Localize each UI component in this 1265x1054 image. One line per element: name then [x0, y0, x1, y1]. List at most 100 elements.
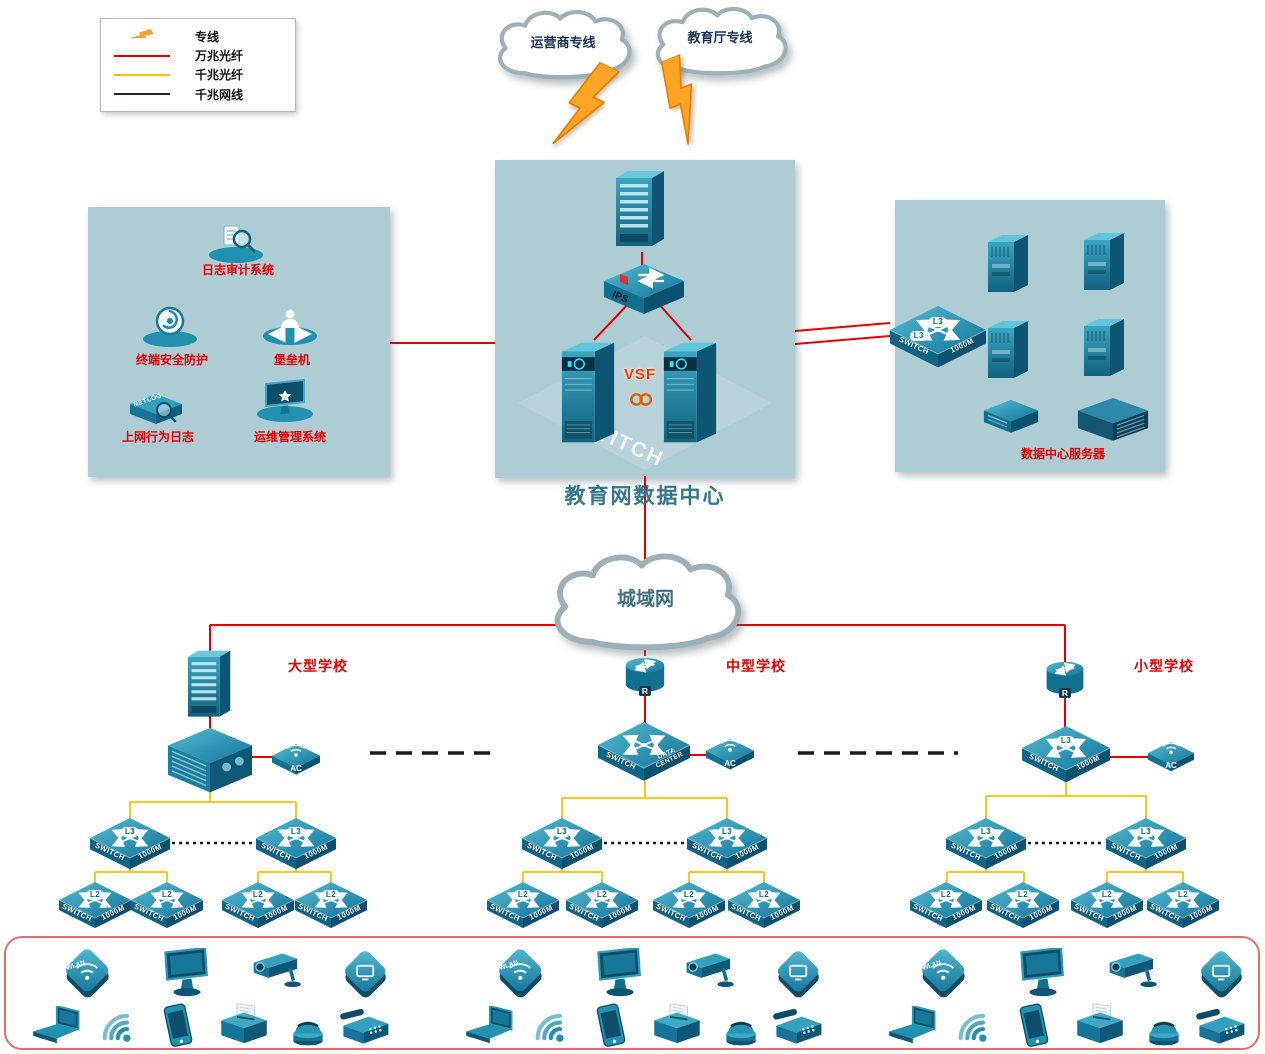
- wireless-controller: AC: [1148, 740, 1194, 778]
- l2-switch: L2 SWITCH 1000M: [59, 882, 131, 928]
- l2-badge: L2: [936, 890, 956, 901]
- smartphone-icon: [1014, 1000, 1054, 1050]
- medium-school-router: R: [621, 654, 669, 696]
- small-school-core-switch: L3 SWITCH 1000M: [1022, 726, 1110, 782]
- core-server-left: [560, 336, 618, 444]
- desktop-monitor-icon: [1016, 948, 1070, 998]
- wireless-ap-icon: WLAN: [918, 946, 970, 998]
- l2-switch: L2 SWITCH 1000M: [566, 882, 638, 928]
- serverfarm-switch: L3 L3 SWITCH 1000M: [890, 306, 986, 367]
- large-school-label: 大型学校: [288, 660, 348, 675]
- desk-phone-icon: [1194, 1004, 1248, 1049]
- dome-camera-icon: [286, 1006, 330, 1048]
- legend-item-1g-fiber: 千兆光纤: [113, 65, 283, 84]
- l2-switch: L2 SWITCH 1000M: [222, 882, 294, 928]
- l2-badge: L2: [1173, 890, 1193, 901]
- vsf-link-icon: [628, 392, 656, 407]
- l3-badge: L3: [928, 317, 948, 328]
- l2-badge: L2: [157, 890, 177, 901]
- dome-camera-icon: [719, 1006, 763, 1048]
- legend-label: 万兆光纤: [195, 49, 244, 64]
- desktop-monitor-icon: [160, 948, 214, 998]
- laptop-icon: [26, 1006, 84, 1046]
- endpoint-zone: [4, 936, 1260, 1050]
- l2-switch: L2 SWITCH 1000M: [1071, 882, 1143, 928]
- red-line-icon: [113, 54, 171, 57]
- netlog-label: 上网行为日志: [121, 430, 194, 444]
- black-line-icon: [113, 93, 171, 96]
- wifi-signal-icon: [527, 1002, 573, 1048]
- l3-badge: L3: [976, 827, 996, 838]
- legend-item-dedicated: 专线: [113, 26, 283, 46]
- storage-array: [982, 398, 1040, 435]
- netlog-icon: NETLOG: [126, 390, 186, 430]
- l3-badge: L3: [552, 827, 572, 838]
- cctv-camera-icon: [1106, 948, 1164, 995]
- rack-server: [986, 230, 1032, 294]
- l2-badge: L2: [1013, 890, 1033, 901]
- server-farm-caption: 数据中心服务器: [1020, 447, 1105, 461]
- l2-switch: L2 SWITCH 1000M: [131, 882, 203, 928]
- media-terminal-icon: [1197, 948, 1247, 998]
- l3-badge: L3: [1136, 827, 1156, 838]
- media-terminal-icon: [341, 948, 391, 998]
- l3-switch: L3 SWITCH 1000M: [522, 818, 602, 869]
- l2-badge: L2: [754, 890, 774, 901]
- l3-switch: L3 SWITCH 1000M: [1106, 818, 1186, 869]
- man-cloud-label: 城域网: [616, 589, 674, 610]
- yellow-line-icon: [113, 73, 171, 76]
- l3-badge: L3: [1056, 736, 1076, 747]
- l3-badge: L3: [286, 827, 306, 838]
- core-firewall: [616, 168, 666, 254]
- man-cloud: 城域网: [538, 548, 753, 643]
- log-audit-label: 日志审计系统: [201, 263, 274, 277]
- legend-label: 千兆光纤: [195, 68, 244, 83]
- l2-switch: L2 SWITCH 1000M: [1147, 882, 1219, 928]
- l3-badge: L3: [120, 827, 140, 838]
- large-school-firewall: [188, 648, 232, 724]
- ops-management-label: 运维管理系统: [253, 430, 326, 444]
- wifi-signal-icon: [950, 1002, 996, 1048]
- legend: 专线 万兆光纤 千兆光纤 千兆网线: [100, 18, 296, 112]
- lightning-icon: [113, 25, 171, 47]
- smartphone-icon: [591, 1000, 631, 1050]
- legend-label: 专线: [195, 29, 220, 44]
- core-server-right: [662, 336, 720, 444]
- router-badge: R: [638, 685, 652, 696]
- wireless-ap-icon: WLAN: [62, 946, 114, 998]
- l2-switch: L2 SWITCH 1000M: [910, 882, 982, 928]
- vsf-label: VSF: [624, 366, 657, 383]
- wireless-controller: AC: [272, 742, 320, 781]
- l2-badge: L2: [85, 890, 105, 901]
- ops-management-icon: [254, 378, 316, 422]
- l3-switch: L3 SWITCH 1000M: [256, 818, 336, 869]
- edu-cloud-label: 教育厅专线: [687, 30, 753, 45]
- desk-phone-icon: [771, 1004, 825, 1049]
- rack-server: [986, 316, 1032, 380]
- smartphone-icon: [158, 1000, 198, 1050]
- l2-switch: L2 SWITCH 1000M: [295, 882, 367, 928]
- l2-switch: L2 SWITCH 1000M: [728, 882, 800, 928]
- medium-school-core-switch: SWITCH DATA CENTER: [598, 722, 690, 781]
- wifi-signal-icon: [94, 1002, 140, 1048]
- l3-badge: L3: [717, 827, 737, 838]
- small-school-router: R: [1042, 658, 1088, 698]
- ac-label: AC: [290, 764, 302, 774]
- printer-icon: [216, 1002, 272, 1049]
- desktop-monitor-icon: [593, 948, 647, 998]
- endpoint-security-icon: [140, 304, 200, 348]
- large-school-core-switch: [166, 722, 254, 794]
- rack-server: [1082, 314, 1128, 378]
- l2-badge: L2: [513, 890, 533, 901]
- laptop-icon: [459, 1006, 517, 1046]
- legend-item-10g: 万兆光纤: [113, 46, 283, 65]
- l2-badge: L2: [248, 890, 268, 901]
- desk-phone-icon: [338, 1004, 392, 1049]
- wireless-controller: AC: [706, 737, 754, 776]
- router-badge: R: [1058, 687, 1072, 698]
- bastion-host-label: 堡垒机: [273, 353, 310, 367]
- small-school-label: 小型学校: [1134, 660, 1194, 675]
- datacenter-caption: 教育网数据中心: [564, 484, 726, 508]
- rack-chassis: [1076, 396, 1150, 443]
